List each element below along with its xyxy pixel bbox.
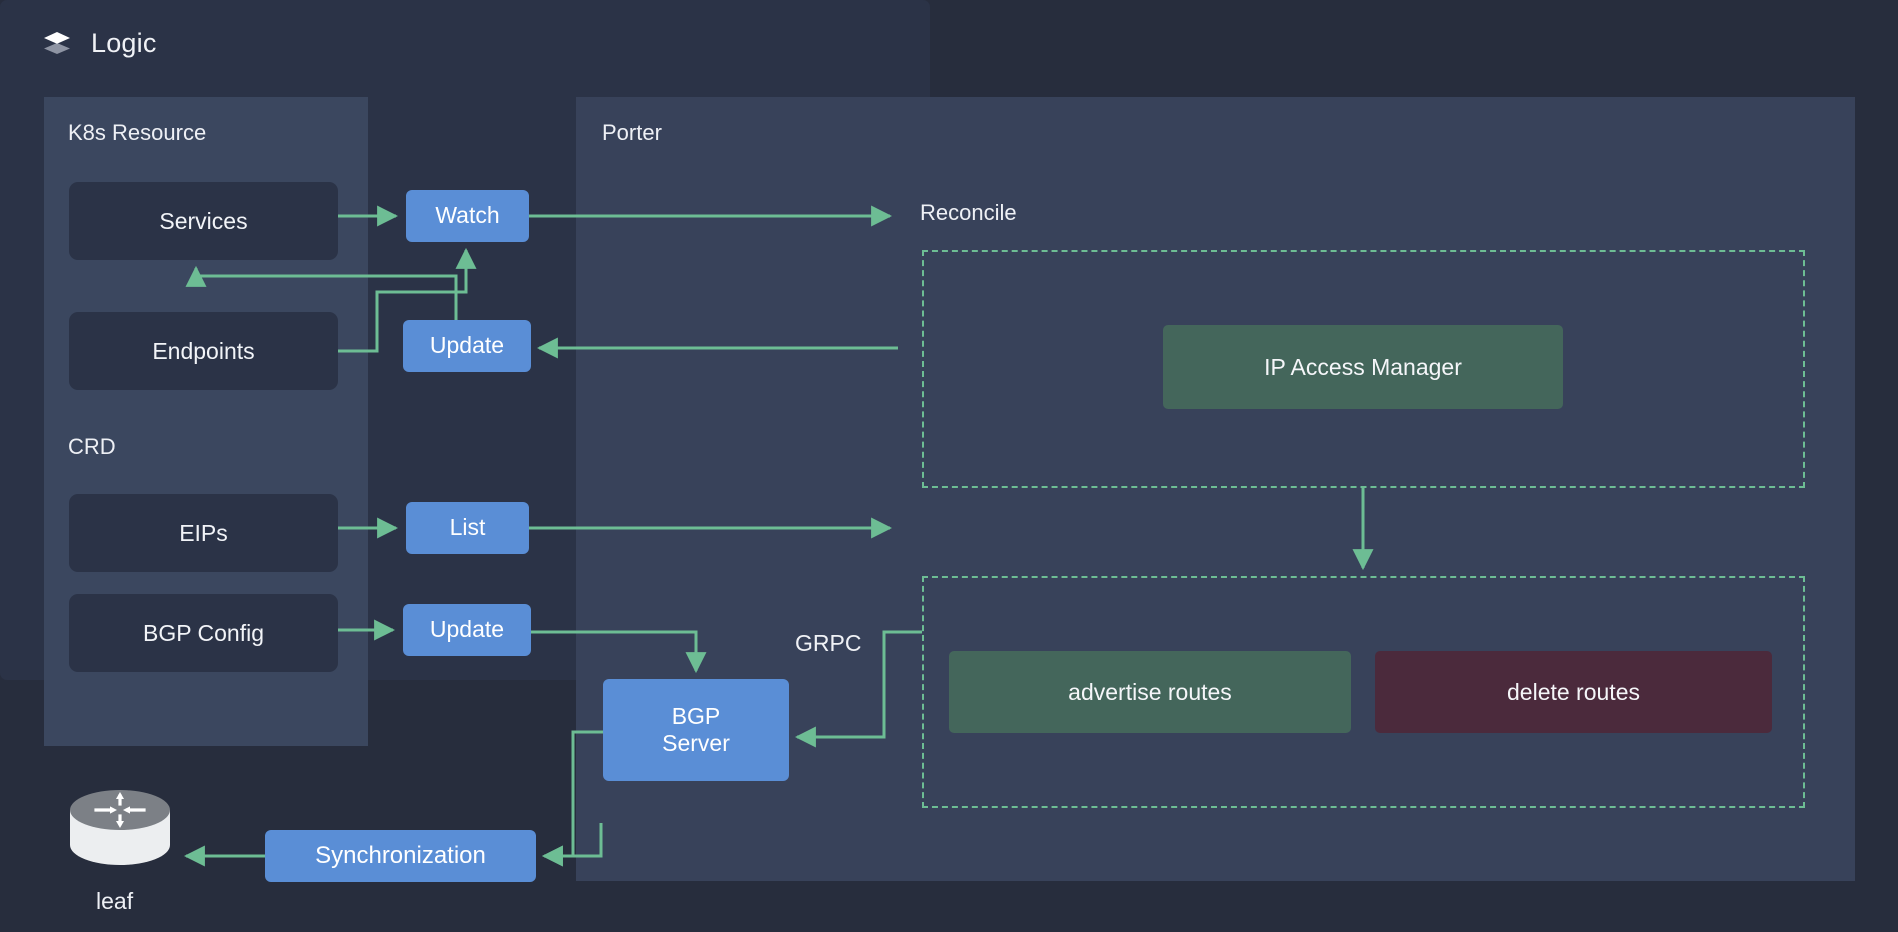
- resource-card-eips[interactable]: EIPs: [69, 494, 338, 572]
- edge-label-grpc: GRPC: [795, 630, 862, 656]
- panel-title-crd: CRD: [68, 434, 116, 459]
- diagram-header: Logic: [40, 26, 157, 60]
- page-title: Logic: [91, 27, 157, 58]
- action-watch[interactable]: Watch: [406, 190, 529, 242]
- device-label-leaf: leaf: [96, 888, 134, 914]
- bgp-server-line-1: BGP: [671, 702, 721, 729]
- bgp-server-line-2: Server: [662, 730, 730, 756]
- panel-title-k8s-resource: K8s Resource: [68, 120, 207, 145]
- layers-icon: [40, 26, 74, 60]
- resource-card-services[interactable]: Services: [69, 182, 338, 260]
- panel-title-porter: Porter: [602, 120, 662, 145]
- action-synchronization[interactable]: Synchronization: [265, 830, 536, 882]
- resource-card-bgp-config[interactable]: BGP Config: [69, 594, 338, 672]
- panel-title-reconcile: Reconcile: [920, 200, 1017, 225]
- step-delete-routes[interactable]: delete routes: [1375, 651, 1772, 733]
- action-update-services[interactable]: Update: [403, 320, 531, 372]
- action-list[interactable]: List: [406, 502, 529, 554]
- action-update-bgp-config[interactable]: Update: [403, 604, 531, 656]
- reconcile-group-routes: [922, 576, 1805, 808]
- reconcile-group-ip-access: [922, 250, 1805, 488]
- action-bgp-server[interactable]: BGP Server: [603, 679, 789, 781]
- router-icon: [68, 790, 172, 872]
- resource-card-endpoints[interactable]: Endpoints: [69, 312, 338, 390]
- panel-porter: [576, 97, 1855, 881]
- step-advertise-routes[interactable]: advertise routes: [949, 651, 1351, 733]
- step-ip-access-manager[interactable]: IP Access Manager: [1163, 325, 1563, 409]
